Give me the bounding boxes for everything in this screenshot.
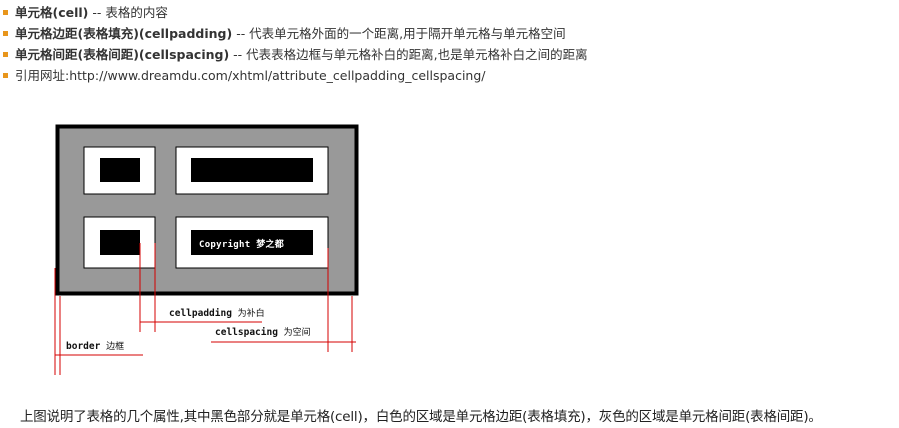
bullet-icon: [3, 73, 8, 78]
desc-cellpadding: -- 代表单元格外面的一个距离,用于隔开单元格与单元格空间: [232, 26, 566, 41]
content-cell-2: [191, 158, 313, 182]
desc-cell: -- 表格的内容: [88, 5, 168, 20]
term-cell: 单元格(cell): [15, 5, 89, 20]
guide-lines: [54, 243, 356, 375]
cellpadding-label: cellpadding 为补白: [169, 308, 265, 319]
term-cellspacing: 单元格间距(表格间距)(cellspacing): [15, 47, 230, 62]
content-cell-3: [100, 230, 140, 255]
reference-url: 引用网址:http://www.dreamdu.com/xhtml/attrib…: [15, 68, 486, 83]
list-item-cell: 单元格(cell) -- 表格的内容: [0, 2, 899, 23]
cellspacing-label: cellspacing 为空间: [215, 327, 311, 338]
content-cell-4: [191, 230, 313, 255]
list-item-reference: 引用网址:http://www.dreamdu.com/xhtml/attrib…: [0, 65, 899, 86]
diagram-caption: 上图说明了表格的几个属性,其中黑色部分就是单元格(cell)，白色的区域是单元格…: [20, 409, 822, 425]
definition-list: 单元格(cell) -- 表格的内容 单元格边距(表格填充)(cellpaddi…: [0, 2, 899, 86]
list-item-cellspacing: 单元格间距(表格间距)(cellspacing) -- 代表表格边框与单元格补白…: [0, 44, 899, 65]
desc-cellspacing: -- 代表表格边框与单元格补白的距离,也是单元格补白之间的距离: [229, 47, 588, 62]
copyright-text: Copyright 梦之都: [199, 240, 285, 250]
list-item-cellpadding: 单元格边距(表格填充)(cellpadding) -- 代表单元格外面的一个距离…: [0, 23, 899, 44]
bullet-icon: [3, 10, 8, 15]
bullet-icon: [3, 52, 8, 57]
term-cellpadding: 单元格边距(表格填充)(cellpadding): [15, 26, 233, 41]
bullet-icon: [3, 31, 8, 36]
content-cell-1: [100, 158, 140, 182]
border-label: border 边框: [66, 341, 125, 352]
